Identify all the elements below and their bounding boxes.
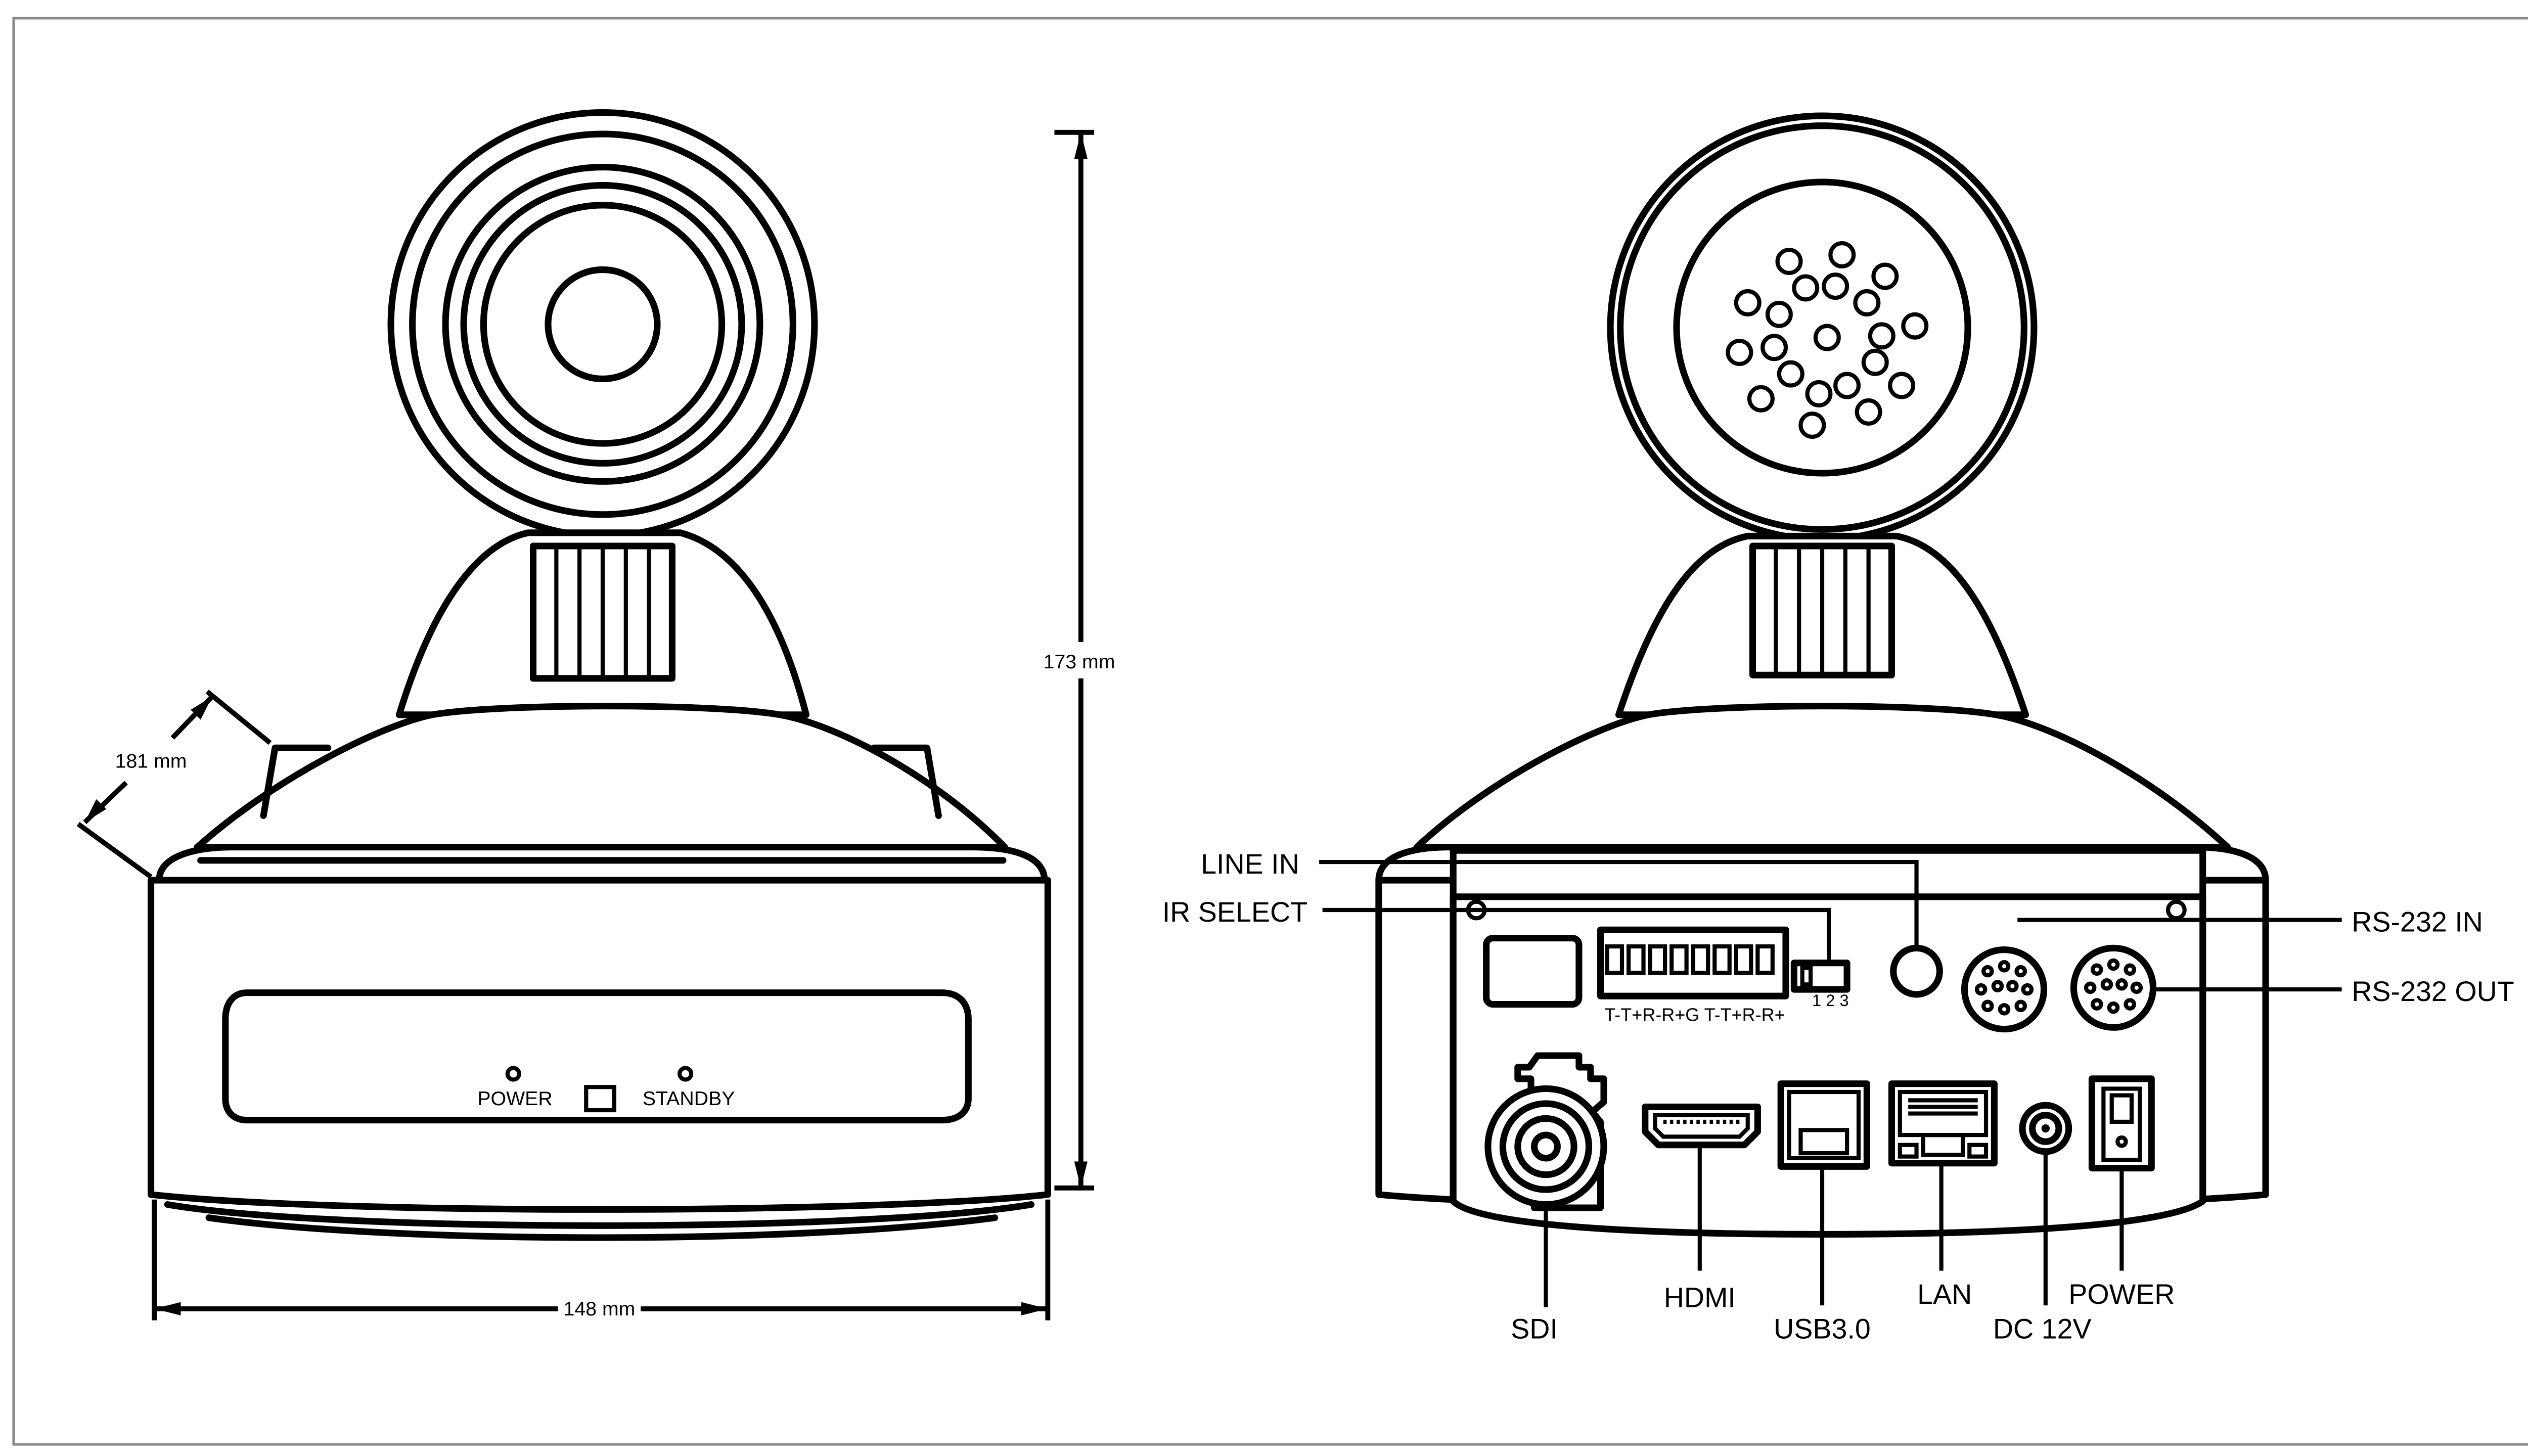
standby-button-icon [584, 1085, 616, 1113]
rs232-in-port-icon [1961, 946, 2048, 1033]
depth-dimension-label: 181 mm [115, 750, 187, 772]
front-standby-label: STANDBY [643, 1087, 735, 1110]
depth-dimension: 181 mm [76, 690, 272, 879]
terminal-block-icon [1597, 926, 1789, 999]
standby-led-icon [678, 1066, 694, 1082]
callout-power: POWER [2068, 1279, 2175, 1310]
rear-view: T-T+R-R+G T-T+R-R+ 1 2 3 [1162, 112, 2514, 1345]
callout-hdmi: HDMI [1664, 1282, 1736, 1313]
callout-lan: LAN [1917, 1279, 1972, 1310]
drawing-frame [12, 17, 2528, 1446]
callout-sdi: SDI [1511, 1313, 1558, 1345]
front-view: POWER STANDBY [147, 109, 1051, 1241]
ir-sensor-window [1483, 935, 1583, 1008]
speaker-grille [1726, 241, 1929, 439]
usb3-port-icon [1777, 1080, 1870, 1170]
callout-rs232-in: RS-232 IN [2352, 906, 2483, 938]
callout-dc-12v: DC 12V [1993, 1313, 2092, 1345]
hdmi-port-icon [1642, 1103, 1761, 1149]
sdi-bnc-connector-icon [1484, 1052, 1607, 1211]
width-dimension-label: 148 mm [564, 1298, 636, 1320]
dip-switch-numbers: 1 2 3 [1812, 991, 1849, 1010]
callout-ir-select: IR SELECT [1162, 896, 1307, 928]
height-dimension-label: 173 mm [1044, 651, 1115, 673]
lan-port-icon [1888, 1080, 1998, 1167]
power-led-icon [505, 1066, 521, 1082]
height-dimension: 173 mm [1044, 129, 1115, 1191]
width-dimension: 148 mm [152, 1199, 1051, 1321]
callout-line-in: LINE IN [1201, 848, 1299, 880]
callout-rs232-out: RS-232 OUT [2352, 976, 2514, 1007]
callout-usb: USB3.0 [1774, 1313, 1871, 1345]
power-switch-icon [2088, 1075, 2155, 1172]
dc-12v-jack-icon [2019, 1102, 2072, 1155]
terminal-pin-labels: T-T+R-R+G T-T+R-R+ [1604, 1004, 1785, 1025]
front-power-label: POWER [477, 1087, 552, 1110]
